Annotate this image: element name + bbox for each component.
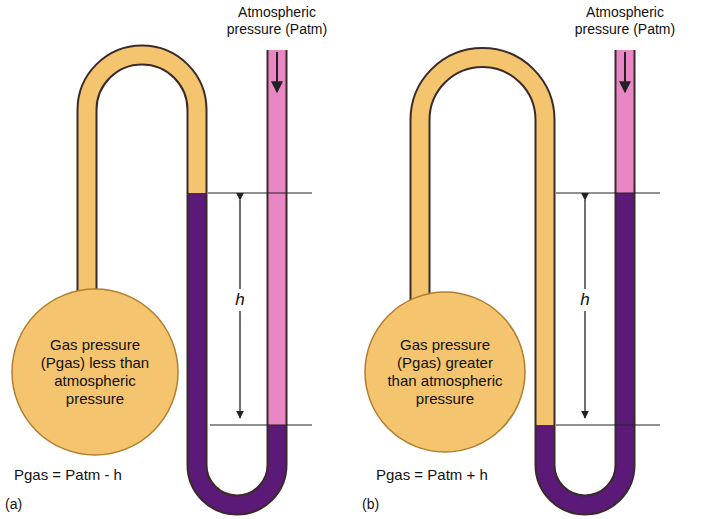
height-label: h: [232, 289, 247, 311]
bulb-label: Gas pressure (Pgas) less than atmospheri…: [34, 336, 156, 408]
panel-letter: (a): [5, 496, 22, 513]
atmosphere-label: Atmospheric pressure (Patm): [570, 4, 680, 38]
pressure-formula: Pgas = Patm + h: [376, 466, 488, 484]
level-line: [210, 425, 312, 426]
pressure-arrow: [276, 52, 278, 92]
air-column: [269, 50, 286, 425]
liquid-column: [545, 193, 625, 505]
gas-bulb: Gas pressure (Pgas) less than atmospheri…: [10, 287, 180, 457]
level-line: [208, 193, 312, 194]
pressure-arrow: [624, 52, 626, 92]
gas-bulb: Gas pressure (Pgas) greater than atmosph…: [363, 290, 527, 454]
gas-column: [87, 55, 197, 300]
atmosphere-label: Atmospheric pressure (Patm): [222, 4, 332, 38]
pressure-formula: Pgas = Patm - h: [14, 466, 122, 484]
level-line: [556, 425, 660, 426]
air-column: [617, 50, 634, 193]
tube-outline: [87, 50, 625, 505]
bulb-label: Gas pressure (Pgas) greater than atmosph…: [384, 336, 506, 408]
level-line: [556, 193, 660, 194]
panel-letter: (b): [362, 496, 379, 513]
height-label: h: [577, 289, 592, 311]
liquid-column: [197, 193, 277, 505]
